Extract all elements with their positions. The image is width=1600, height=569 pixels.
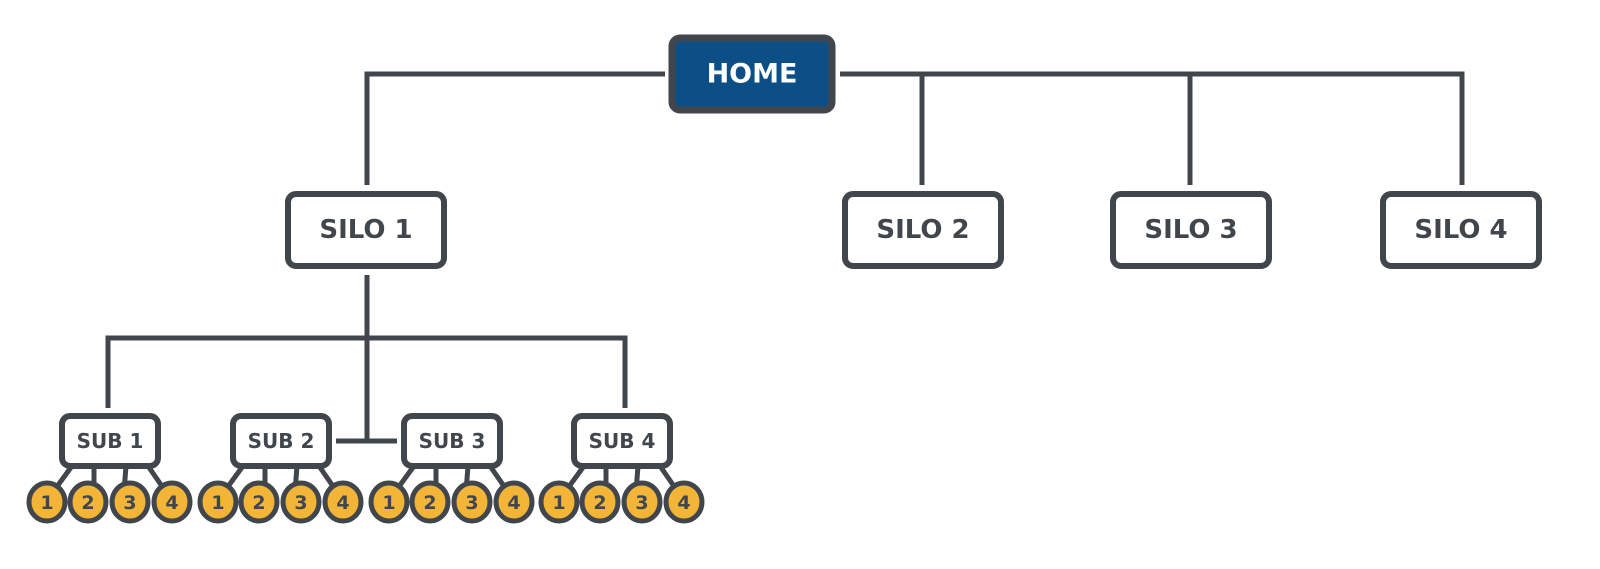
page-circle: [368, 480, 410, 524]
page-node: 1: [26, 480, 68, 524]
page-circle: [493, 480, 535, 524]
silo-label: SILO 4: [1414, 215, 1507, 245]
page-node: 4: [322, 480, 364, 524]
page-number: 2: [252, 492, 265, 514]
sub-label: SUB 3: [419, 429, 486, 453]
sub-box: [571, 413, 673, 469]
silo-box: [842, 191, 1004, 269]
page-number: 4: [165, 492, 178, 514]
page-number: 1: [40, 492, 53, 514]
page-circle: [197, 480, 239, 524]
page-node: 3: [451, 480, 493, 524]
page-circle: [538, 480, 580, 524]
page-circle: [238, 480, 280, 524]
sub-label: SUB 1: [77, 429, 144, 453]
page-number: 2: [81, 492, 94, 514]
silo-box: [285, 191, 447, 269]
page-number: 3: [465, 492, 478, 514]
page-node: 2: [409, 480, 451, 524]
sub-box: [59, 413, 161, 469]
page-circle: [322, 480, 364, 524]
page-node: 4: [151, 480, 193, 524]
page-number: 3: [294, 492, 307, 514]
page-node: 1: [197, 480, 239, 524]
page-node: 2: [67, 480, 109, 524]
silo-label: SILO 1: [319, 215, 412, 245]
page-number: 2: [593, 492, 606, 514]
page-number: 4: [336, 492, 349, 514]
page-circle: [26, 480, 68, 524]
page-circle: [579, 480, 621, 524]
page-circle: [280, 480, 322, 524]
sub-node-2: SUB 2: [230, 413, 332, 469]
connector-sub-bar: [105, 335, 628, 408]
silo-node-3: SILO 3: [1110, 191, 1272, 269]
page-node: 2: [238, 480, 280, 524]
page-circle: [67, 480, 109, 524]
page-circle: [409, 480, 451, 524]
page-node: 4: [663, 480, 705, 524]
silo-label: SILO 2: [876, 215, 969, 245]
page-node: 3: [621, 480, 663, 524]
sub-label: SUB 2: [248, 429, 315, 453]
sub-node-3: SUB 3: [401, 413, 503, 469]
silo-box: [1380, 191, 1542, 269]
page-circle: [663, 480, 705, 524]
page-node: 1: [368, 480, 410, 524]
silo-node-2: SILO 2: [842, 191, 1004, 269]
page-number: 4: [677, 492, 690, 514]
sub-box: [230, 413, 332, 469]
page-circle: [451, 480, 493, 524]
page-number: 1: [211, 492, 224, 514]
page-number: 1: [382, 492, 395, 514]
connector-home-right: [840, 71, 1465, 185]
silo-node-1: SILO 1: [285, 191, 447, 269]
silo-label: SILO 3: [1144, 215, 1237, 245]
page-number: 4: [507, 492, 520, 514]
sub-box: [401, 413, 503, 469]
page-number: 1: [552, 492, 565, 514]
page-circle: [109, 480, 151, 524]
silo-box: [1110, 191, 1272, 269]
page-circle: [151, 480, 193, 524]
page-number: 2: [423, 492, 436, 514]
page-circle: [621, 480, 663, 524]
page-node: 1: [538, 480, 580, 524]
page-number: 3: [123, 492, 136, 514]
home-label: HOME: [707, 59, 798, 90]
page-number: 3: [635, 492, 648, 514]
page-node: 2: [579, 480, 621, 524]
home-node: HOME: [668, 34, 836, 114]
sub-node-1: SUB 1: [59, 413, 161, 469]
page-node: 4: [493, 480, 535, 524]
connector-home-silo-1: [364, 71, 665, 185]
silo-node-4: SILO 4: [1380, 191, 1542, 269]
page-node: 3: [280, 480, 322, 524]
page-node: 3: [109, 480, 151, 524]
home-box: [668, 34, 836, 114]
sub-node-4: SUB 4: [571, 413, 673, 469]
sub-label: SUB 4: [589, 429, 656, 453]
